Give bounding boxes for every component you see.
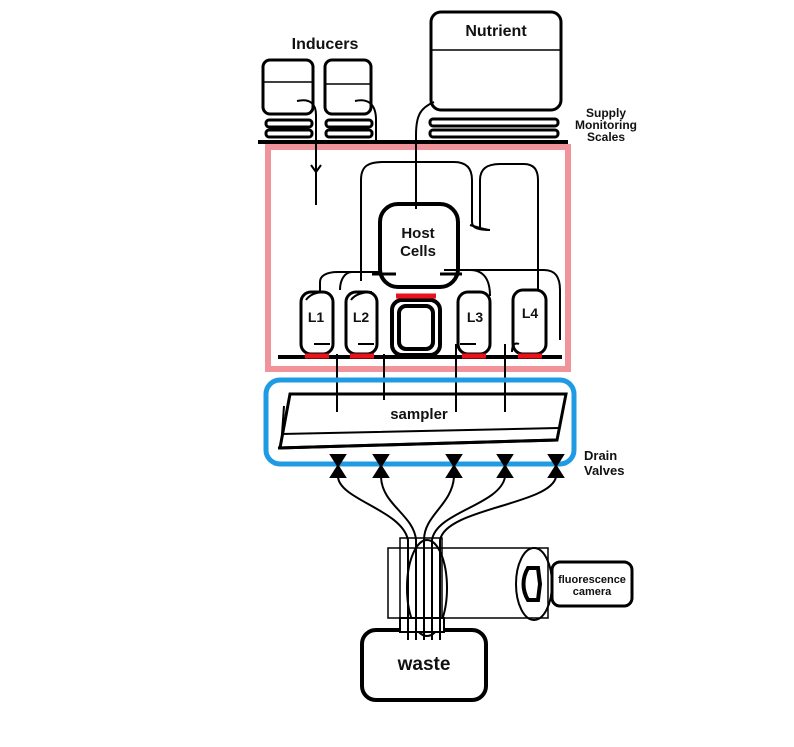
fluorescence-camera-label-line2: camera xyxy=(573,586,612,598)
lagoon-l4-label: L4 xyxy=(522,305,539,321)
waste-label: waste xyxy=(397,654,451,675)
drain-valves-label-line1: Drain xyxy=(584,448,617,463)
camera-lens-inner xyxy=(521,566,543,602)
lagoon-tubes xyxy=(305,272,520,353)
drain-valve-4 xyxy=(496,454,514,468)
inducer-bottle-2 xyxy=(323,58,373,116)
supply-monitoring-label-line2: Monitoring xyxy=(575,118,637,132)
drain-valve-1 xyxy=(329,454,347,468)
drain-valve-2 xyxy=(372,454,390,468)
lagoon-l2-label: L2 xyxy=(353,309,370,325)
supply-monitoring-label-line1: Supply xyxy=(586,106,626,120)
inducers-label: Inducers xyxy=(292,36,359,53)
sampler-label: sampler xyxy=(390,406,448,423)
fluorescence-camera-label-line1: fluorescence xyxy=(558,574,626,586)
drain-tubing xyxy=(337,476,557,640)
supply-tubing xyxy=(296,99,561,340)
flow-cell-lens xyxy=(406,539,448,637)
supply-monitoring-label-line3: Scales xyxy=(587,130,625,144)
host-cells-vessel xyxy=(378,202,460,289)
nutrient-label: Nutrient xyxy=(465,23,527,40)
incubator-chamber xyxy=(265,144,571,372)
flow-cell-box xyxy=(387,547,549,619)
nutrient-bottle xyxy=(429,10,563,112)
waste-cap xyxy=(399,617,445,633)
inducer-bottle-1 xyxy=(261,58,315,116)
sampler-plate xyxy=(277,392,568,450)
drain-valves-label-line2: Valves xyxy=(584,463,625,478)
host-cells-label-line1: Host xyxy=(401,225,434,242)
host-cells-label-line2: Cells xyxy=(400,243,436,260)
lagoon-l1-label: L1 xyxy=(308,309,325,325)
camera-lens-outer xyxy=(515,547,553,621)
heater-pads xyxy=(305,293,542,359)
sampler-frame xyxy=(263,377,577,467)
fluorescence-camera-box xyxy=(550,560,634,608)
lagoon-l3-label: L3 xyxy=(467,309,484,325)
drain-valve-5 xyxy=(547,454,565,468)
supply-scale-pads xyxy=(264,117,560,139)
center-vessel-inner xyxy=(397,304,435,351)
drain-valve-3 xyxy=(445,454,463,468)
